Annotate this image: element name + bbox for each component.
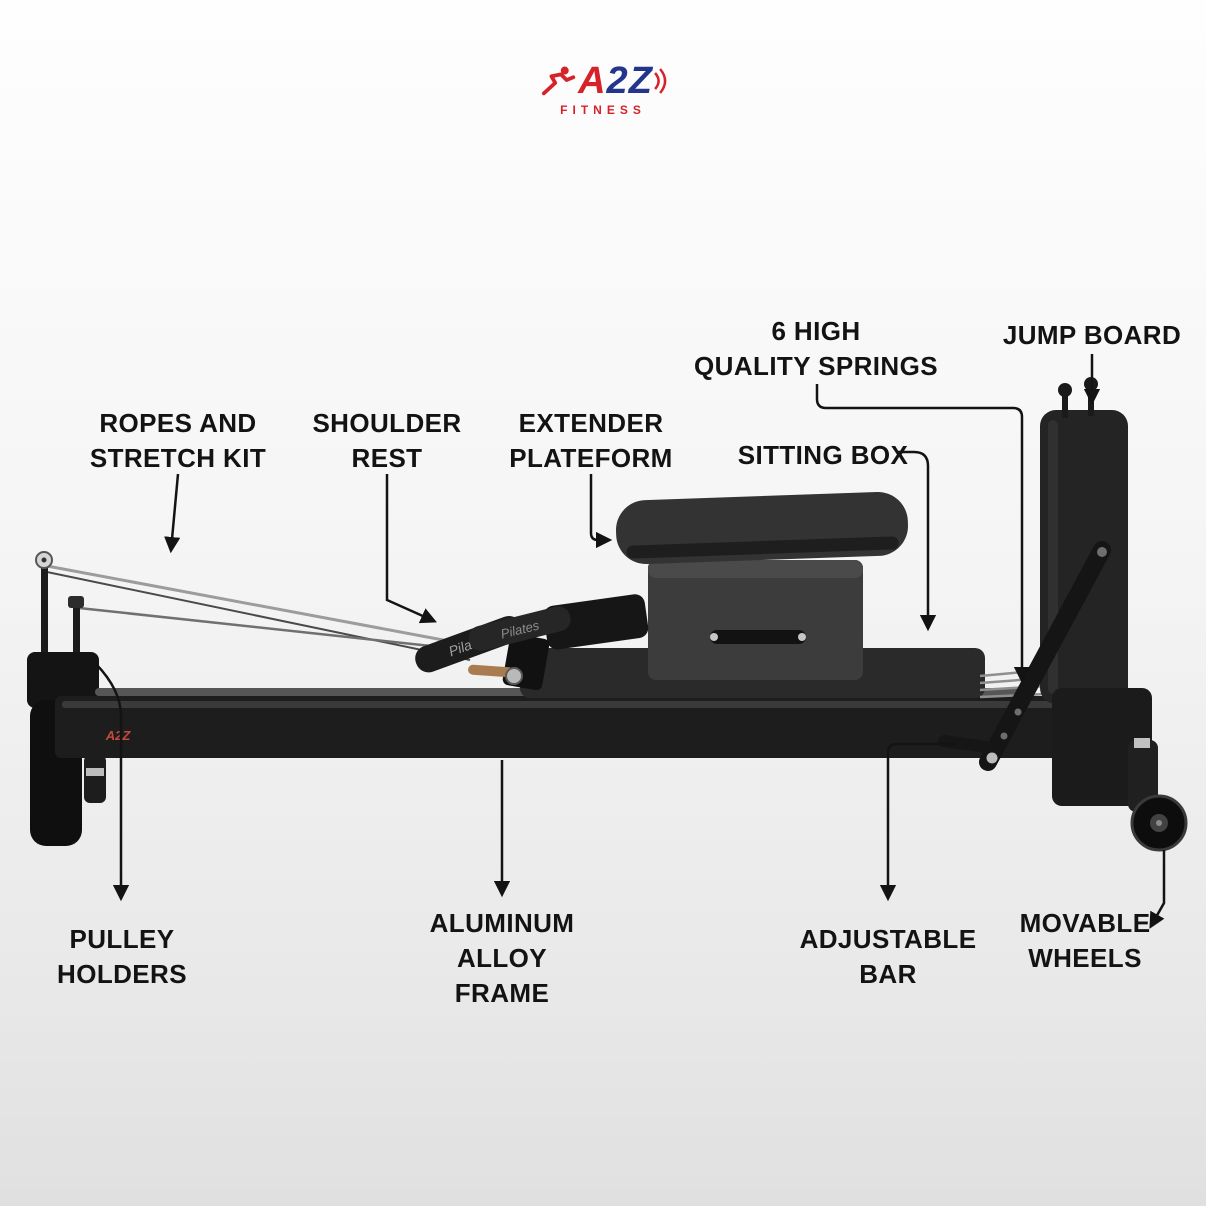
- label-extender-platform: EXTENDER PLATEFORM: [509, 406, 672, 476]
- right-end-shape: [1052, 688, 1188, 852]
- label-line: ADJUSTABLE: [799, 924, 977, 954]
- label-line: FRAME: [454, 978, 550, 1008]
- label-line: HOLDERS: [57, 959, 187, 989]
- logo-row: A 2 Z: [539, 62, 667, 100]
- label-line: EXTENDER: [518, 408, 664, 438]
- frame-sticker: A2Z: [105, 728, 132, 743]
- label-line: QUALITY SPRINGS: [694, 351, 938, 381]
- adjustable-bar-shape: [938, 735, 992, 753]
- label-pulley-holders: PULLEY HOLDERS: [57, 922, 187, 992]
- leader-extender: [589, 474, 613, 549]
- label-springs: 6 HIGH QUALITY SPRINGS: [694, 314, 938, 384]
- diagonal-arm-shape: [938, 541, 1111, 771]
- main-rail-shape: A2Z: [55, 688, 1117, 758]
- label-line: ALLOY: [456, 943, 548, 973]
- label-line: STRETCH KIT: [89, 443, 267, 473]
- label-line: SHOULDER: [312, 408, 462, 438]
- logo-subtitle: FITNESS: [560, 103, 646, 117]
- leader-ropes-stretch-kit: [164, 473, 181, 554]
- label-aluminum-frame: ALUMINUM ALLOY FRAME: [430, 906, 575, 1011]
- leader-adjustable-bar: [879, 742, 956, 902]
- label-line: WHEELS: [1028, 943, 1142, 973]
- label-movable-wheels: MOVABLE WHEELS: [1020, 906, 1151, 976]
- label-line: SITTING BOX: [737, 440, 909, 470]
- logo-letter-z: Z: [628, 60, 652, 102]
- label-line: 6 HIGH: [771, 316, 861, 346]
- label-line: JUMP BOARD: [1002, 320, 1182, 350]
- leader-movable-wheels: [1149, 850, 1166, 929]
- logo-letter-2: 2: [606, 60, 628, 102]
- box-handle-shape: [710, 630, 806, 644]
- label-line: REST: [351, 443, 423, 473]
- ropes-lines: [46, 564, 471, 661]
- leader-pulley-holders: [95, 663, 130, 902]
- shoulder-rest-shape: Pilates Pilates: [415, 594, 649, 691]
- label-ropes-stretch-kit: ROPES AND STRETCH KIT: [90, 406, 266, 476]
- pulley-posts-shape: [35, 551, 84, 672]
- leader-shoulder-rest: [385, 474, 437, 624]
- sitting-box-shape: [648, 560, 863, 680]
- leader-sitting-box: [897, 450, 937, 632]
- label-adjustable-bar: ADJUSTABLE BAR: [800, 922, 977, 992]
- label-sitting-box: SITTING BOX: [738, 438, 909, 473]
- label-shoulder-rest: SHOULDER REST: [312, 406, 461, 476]
- label-line: BAR: [859, 959, 917, 989]
- label-line: PLATEFORM: [509, 443, 673, 473]
- label-line: ROPES AND: [99, 408, 257, 438]
- left-leg-shape: [27, 652, 106, 846]
- runner-icon: [541, 66, 576, 96]
- extender-platform-shape: [616, 491, 908, 565]
- label-line: MOVABLE: [1019, 908, 1151, 938]
- label-jump-board: JUMP BOARD: [1003, 318, 1181, 353]
- signal-arcs-icon: [653, 68, 667, 94]
- logo-letter-a: A: [578, 60, 606, 102]
- label-line: PULLEY: [69, 924, 175, 954]
- leader-springs: [815, 384, 1031, 684]
- brand-logo: A 2 Z FITNESS: [539, 62, 667, 117]
- label-line: ALUMINUM: [429, 908, 575, 938]
